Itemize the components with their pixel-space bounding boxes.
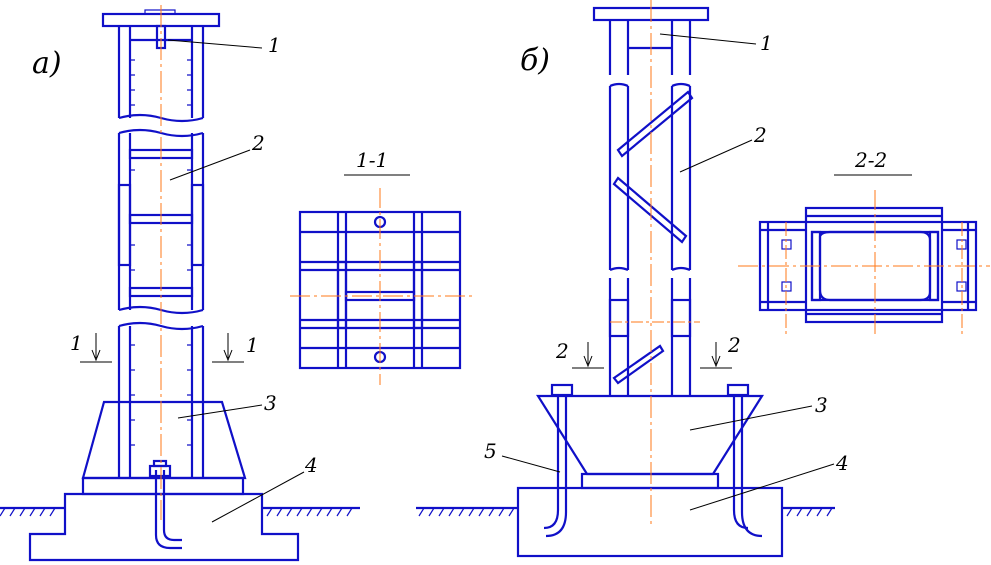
cut-mark-a: 1 1	[70, 331, 259, 363]
label-a-3: 3	[264, 391, 277, 415]
variant-label-a: а)	[32, 46, 62, 81]
section-title-2-2: 2-2	[854, 148, 887, 172]
cut-label-a-right: 1	[246, 333, 259, 357]
anchor-bolt-b-right	[726, 383, 763, 538]
column-shaft-a	[101, 9, 221, 478]
label-a-2: 2	[251, 131, 265, 155]
ground-line-a	[0, 506, 360, 517]
variant-a: 1 1 1 2 3 4 а)	[0, 5, 360, 562]
section-2-2: 2-2	[738, 148, 990, 335]
variant-label-b: б)	[520, 43, 550, 78]
label-b-4: 4	[835, 451, 849, 475]
label-b-2: 2	[753, 123, 767, 147]
label-b-3: 3	[815, 393, 828, 417]
anchor-bolt-b-left	[543, 383, 574, 538]
cut-label-b-right: 2	[727, 333, 741, 357]
label-a-4: 4	[304, 453, 318, 477]
ground-line-b	[416, 506, 835, 517]
cut-label-b-left: 2	[555, 339, 569, 363]
base-plate-b	[580, 472, 720, 490]
anchor-bolt-a	[148, 459, 182, 550]
section-1-1: 1-1	[290, 148, 472, 385]
label-b-5: 5	[484, 439, 497, 463]
foundation-a	[28, 492, 300, 562]
section-title-1-1: 1-1	[356, 148, 388, 172]
base-traverse-b	[536, 394, 764, 476]
cut-label-a-left: 1	[70, 331, 83, 355]
label-a-1: 1	[268, 33, 281, 57]
base-traverse-a	[81, 400, 247, 480]
variant-b: 2 2 1 2 3 4 5 б)	[416, 0, 849, 558]
cut-mark-b: 2 2	[555, 333, 741, 369]
label-b-1: 1	[760, 31, 773, 55]
